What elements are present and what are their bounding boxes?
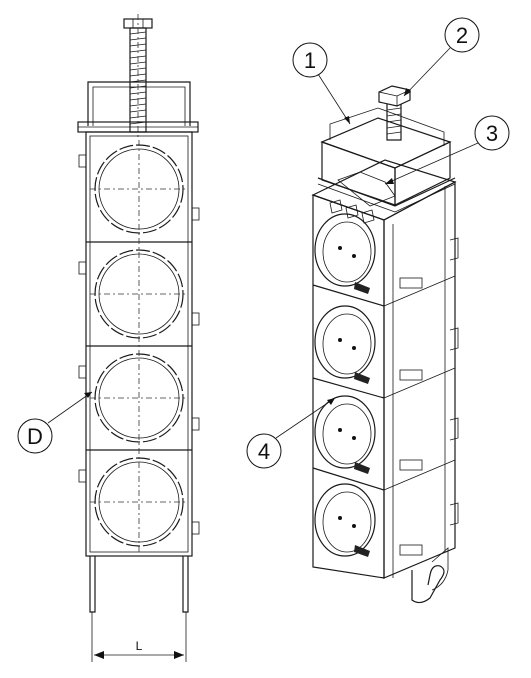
- callout-3: 3: [384, 115, 510, 185]
- callout-4: 4: [246, 397, 336, 469]
- dimension-label: L: [136, 639, 143, 653]
- callout-4-label: 4: [258, 439, 270, 464]
- callout-3-label: 3: [486, 121, 498, 146]
- iso-clamp: [317, 107, 456, 213]
- iso-socket-1: [314, 213, 376, 294]
- callout-d-label: D: [27, 424, 43, 449]
- front-view: L D: [17, 14, 200, 662]
- callout-1-label: 1: [304, 48, 316, 73]
- callout-2: 2: [403, 17, 480, 97]
- iso-socket-4: [314, 483, 376, 557]
- iso-socket-2: [314, 305, 376, 384]
- front-bolt: [123, 14, 153, 140]
- front-sockets: [90, 140, 188, 552]
- dimension-l: L: [91, 612, 187, 662]
- callout-1: 1: [292, 42, 351, 125]
- callout-2-label: 2: [456, 23, 468, 48]
- callout-d: D: [17, 391, 93, 454]
- iso-sockets: [314, 213, 376, 557]
- isometric-view: 1 2 3 4: [246, 17, 510, 604]
- iso-socket-3: [314, 395, 376, 474]
